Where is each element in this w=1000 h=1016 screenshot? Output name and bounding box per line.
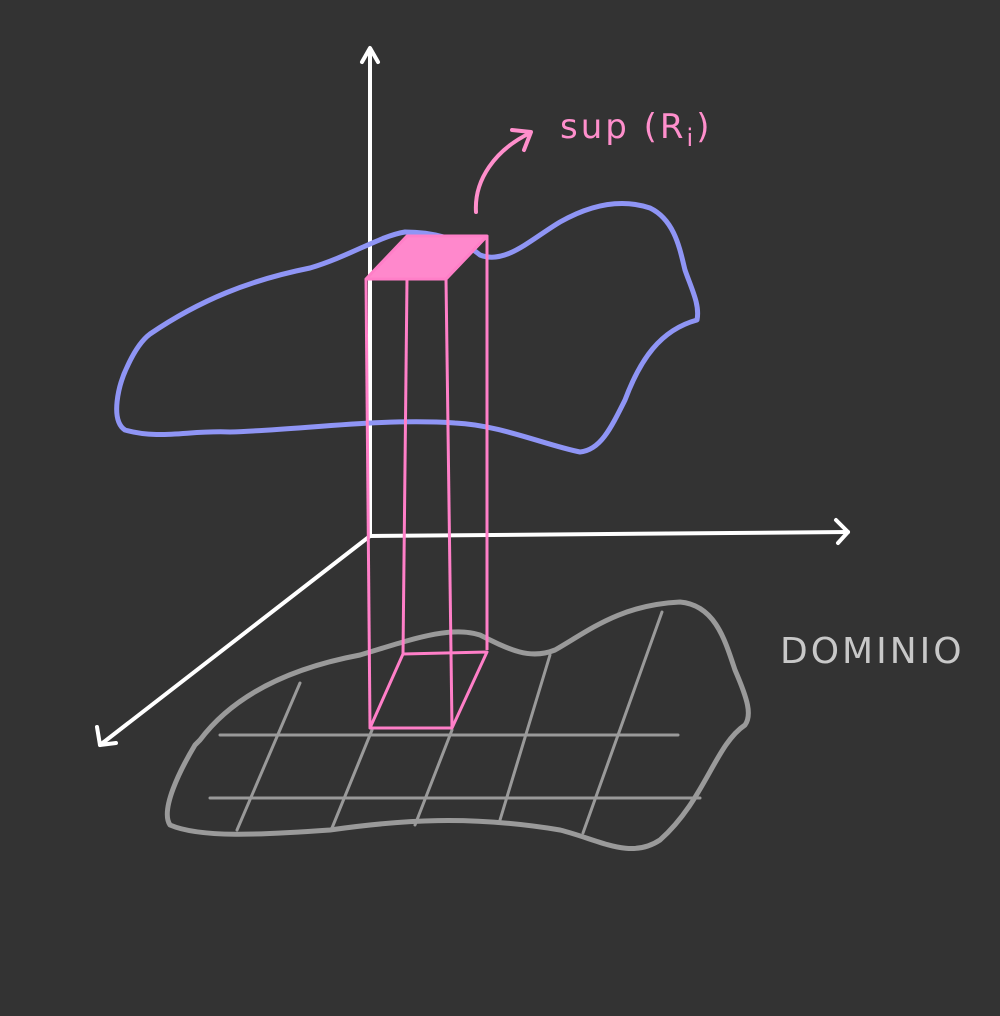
prism-top-supremum — [364, 234, 489, 281]
prism-edge-back-left — [401, 278, 409, 655]
domain-grid — [208, 610, 702, 835]
x-axis-arrowhead — [834, 518, 850, 545]
y-axis-arrowhead — [95, 725, 118, 747]
axes — [95, 46, 850, 747]
x-axis — [368, 530, 850, 538]
surface-outline — [114, 200, 701, 455]
prism-base — [368, 650, 489, 730]
grid-d-4 — [498, 653, 552, 822]
supremum-pointer — [473, 128, 533, 214]
supremum-label-main: sup (R — [560, 107, 687, 147]
grid-d-5 — [581, 610, 664, 835]
y-axis — [98, 534, 372, 747]
domain-label: DOMINIO — [780, 631, 965, 672]
z-axis-arrowhead — [360, 46, 380, 64]
supremum-label: sup (Ri) — [560, 107, 712, 152]
grid-d-1 — [235, 681, 302, 832]
domain-outline — [164, 599, 751, 851]
grid-d-2 — [330, 728, 374, 830]
pointer-arrow-curve — [473, 131, 532, 214]
domain-region — [164, 599, 751, 851]
grid-d-3 — [413, 728, 454, 827]
prism — [364, 234, 489, 730]
pointer-arrowhead — [510, 128, 533, 152]
prism-edge-front-left — [364, 278, 372, 729]
prism-edge-front-right — [444, 278, 454, 729]
supremum-label-subscript: i — [687, 124, 697, 152]
prism-edge-top-right — [444, 234, 489, 281]
supremum-label-close: ) — [696, 107, 712, 147]
function-surface — [114, 200, 701, 455]
